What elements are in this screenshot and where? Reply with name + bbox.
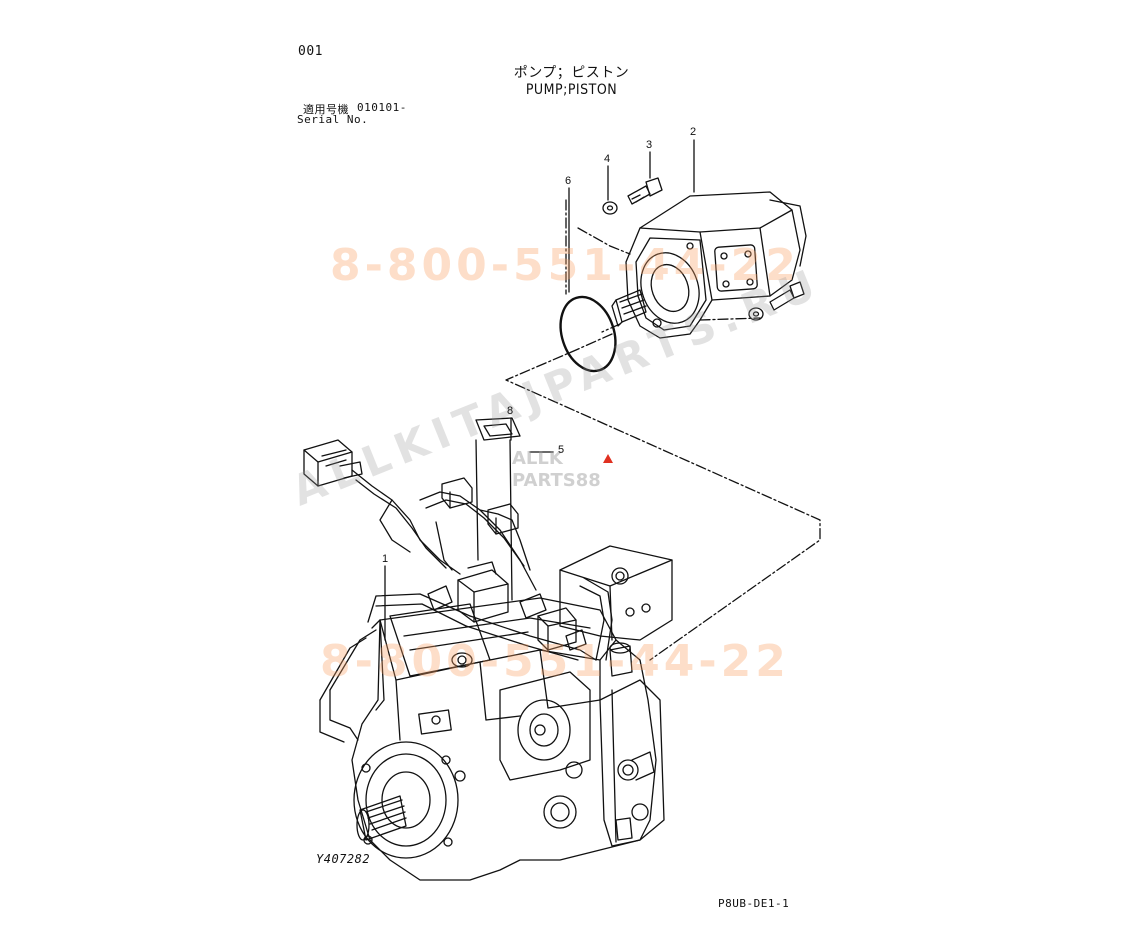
connector-main <box>303 439 363 487</box>
connector-small-1 <box>441 477 473 509</box>
bolt-lower <box>748 281 805 321</box>
pipe-lines <box>319 577 613 743</box>
serial-value: 010101- <box>357 101 407 114</box>
o-ring-part-6 <box>559 295 617 373</box>
callout-8: 8 <box>507 405 514 417</box>
callout-1: 1 <box>382 553 389 565</box>
piston-pump-main <box>351 545 673 881</box>
watermark-logo-mark-icon <box>603 454 613 463</box>
page-number: 001 <box>298 44 323 59</box>
figure-id: Y407282 <box>316 852 371 866</box>
wire-harness <box>351 439 537 601</box>
title-english: PUMP;PISTON <box>525 82 618 98</box>
gear-pump-part-2 <box>611 191 807 339</box>
connector-small-2 <box>487 503 519 535</box>
callout-3: 3 <box>646 139 653 151</box>
washer-part-4 <box>602 201 618 215</box>
assembly-line <box>505 199 821 661</box>
serial-label-japanese: 適用号機 <box>303 103 349 116</box>
title-japanese: ポンプ；ピストン <box>513 65 630 81</box>
callout-4: 4 <box>604 153 611 165</box>
serial-label-english: Serial No. <box>297 113 369 126</box>
plate-part-8 <box>475 417 521 441</box>
callout-2: 2 <box>690 126 697 138</box>
bolt-part-3 <box>627 177 663 205</box>
sheet-id: P8UB-DE1-1 <box>718 897 790 910</box>
callout-5: 5 <box>558 444 565 456</box>
callout-6: 6 <box>565 175 572 187</box>
